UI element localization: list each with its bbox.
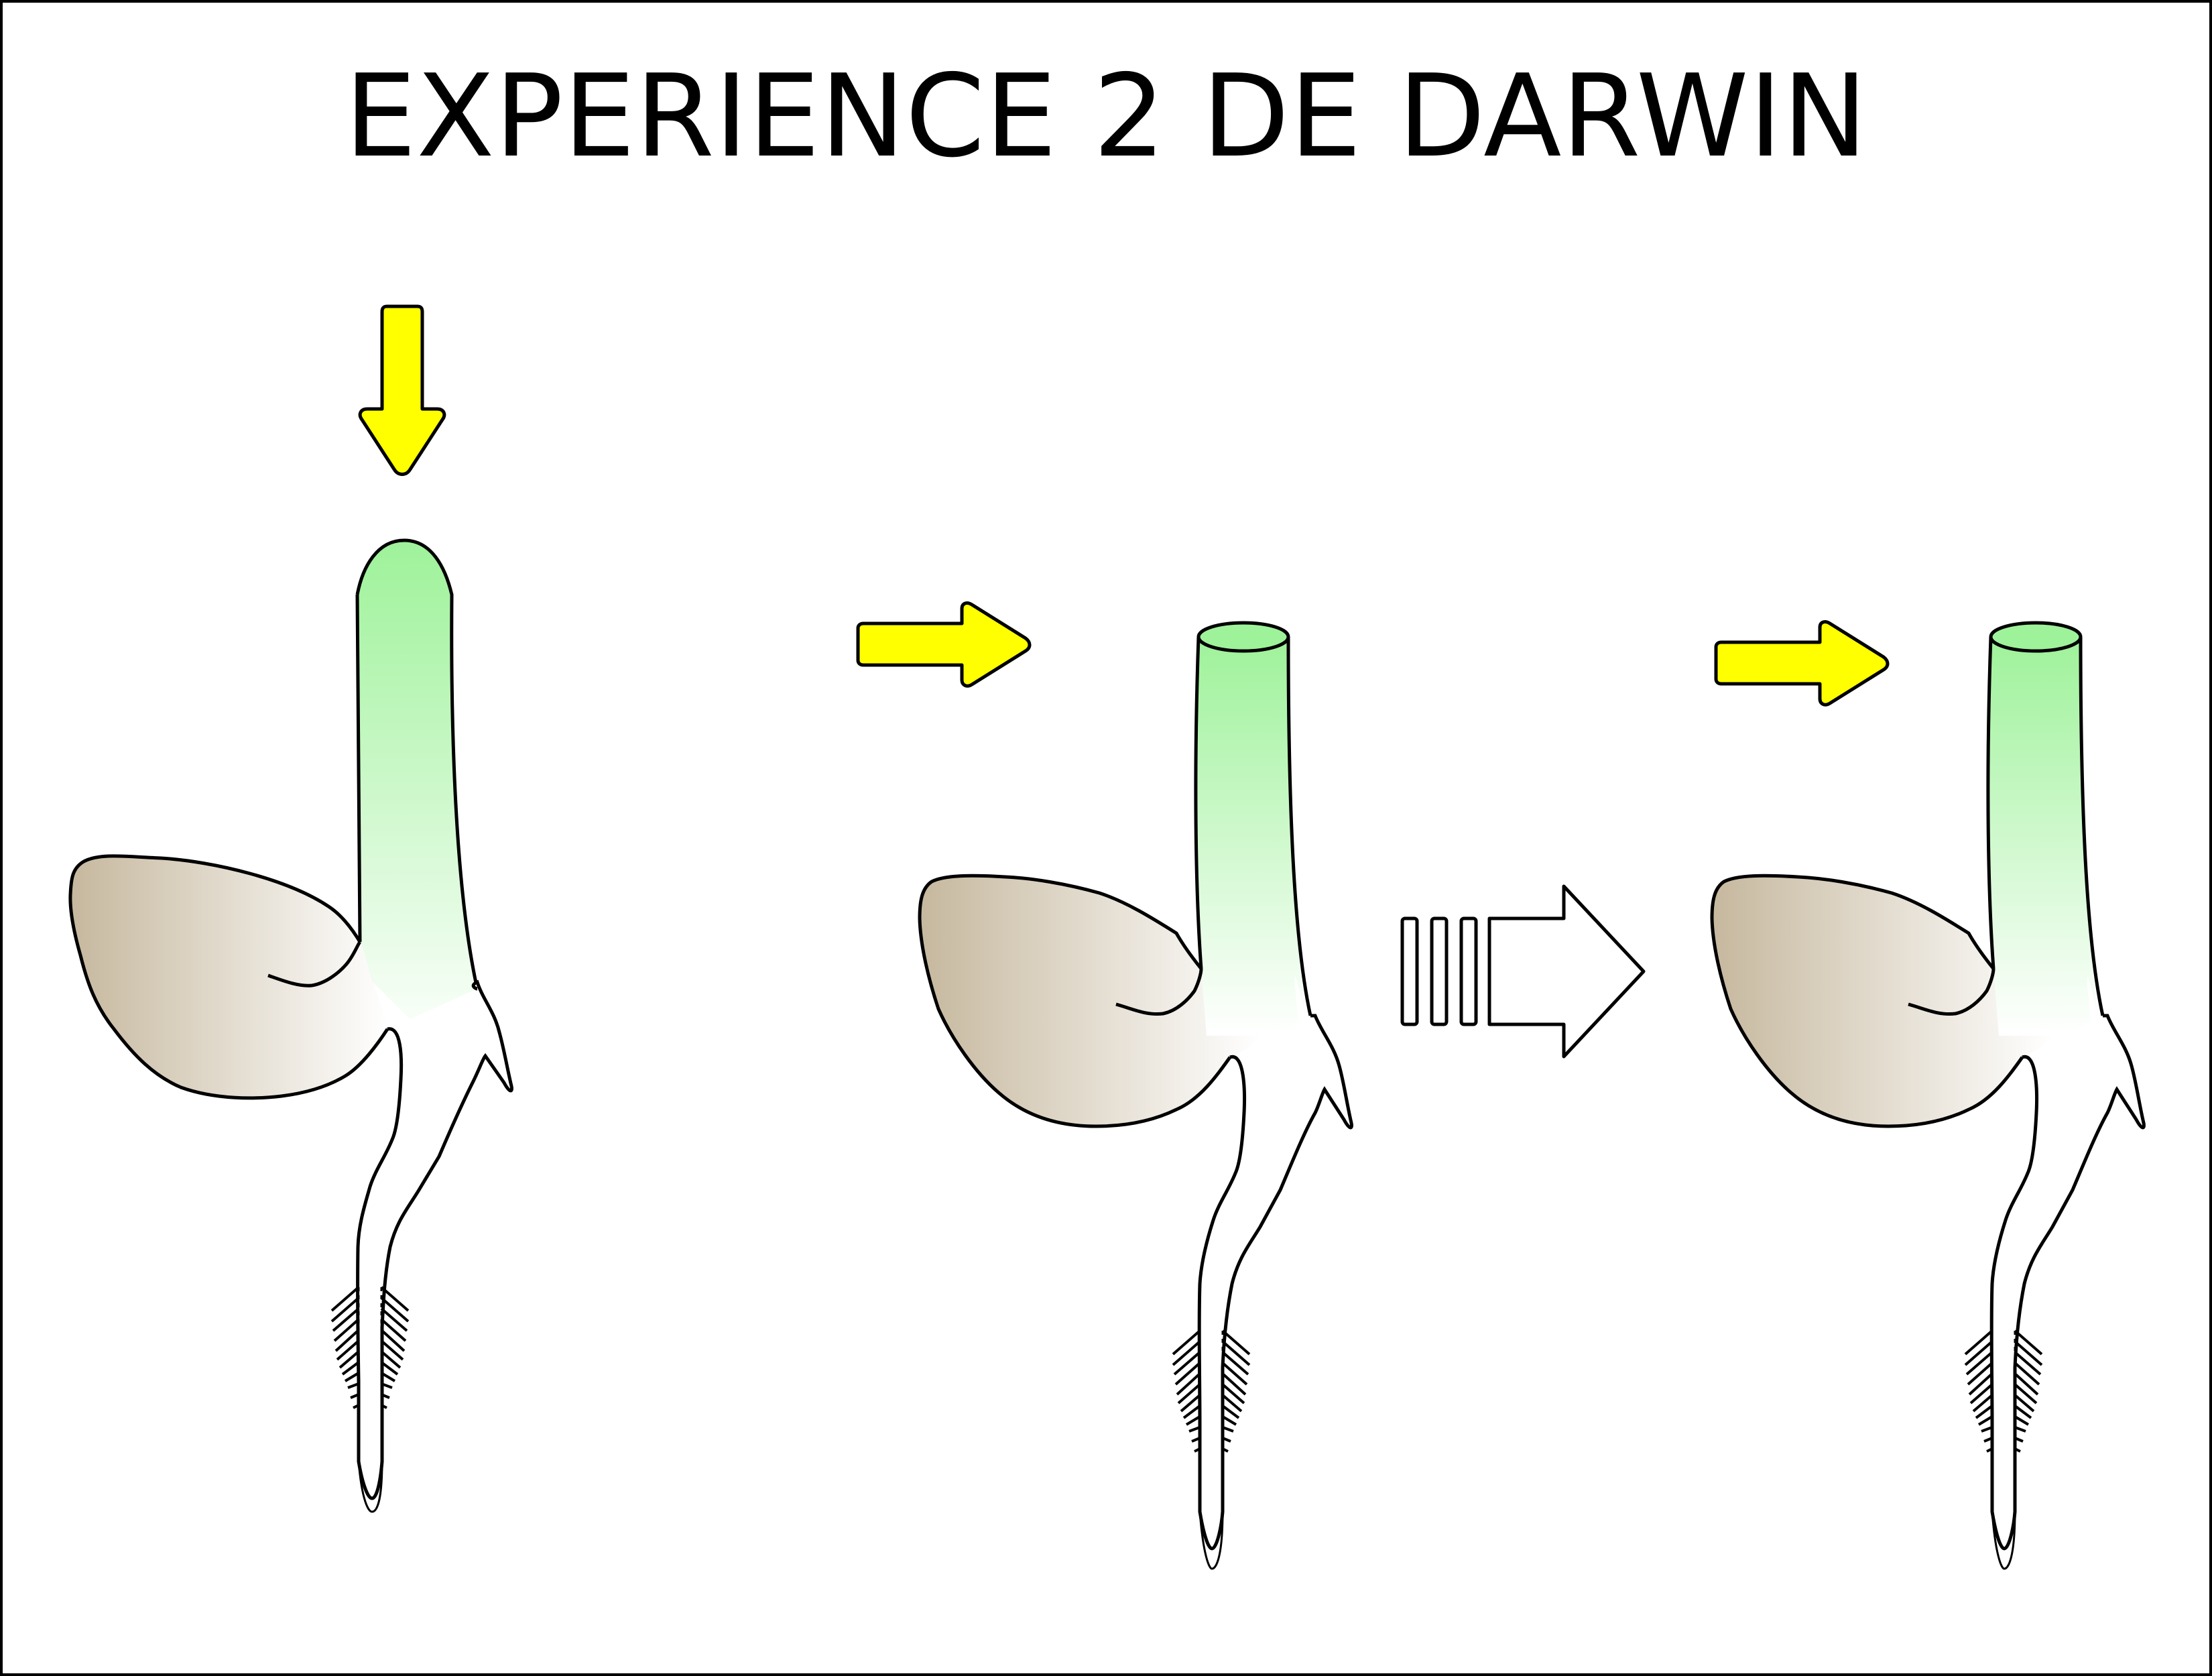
root <box>1197 1014 1353 1570</box>
panel-decapitated-before <box>856 601 1353 1570</box>
panel-decapitated-after <box>1710 620 2146 1570</box>
diagram-title: EXPERIENCE 2 DE DARWIN <box>345 50 1867 183</box>
root <box>1989 1014 2146 1570</box>
time-arrow-icon <box>1400 884 1646 1059</box>
light-arrow-right-icon <box>856 601 1032 688</box>
light-arrow-down-icon <box>358 304 446 476</box>
seed <box>70 855 389 1098</box>
coleoptile-cut <box>1195 637 1306 1036</box>
seed <box>1712 876 2052 1126</box>
coleoptile-cut <box>1987 637 2098 1036</box>
cut-tip-surface <box>1196 621 1290 653</box>
panel-intact-seedling <box>68 304 513 1513</box>
cut-tip-surface <box>1989 621 2083 653</box>
seed <box>920 876 1260 1126</box>
coleoptile-intact <box>357 540 477 1032</box>
light-arrow-right-icon <box>1714 620 1890 707</box>
